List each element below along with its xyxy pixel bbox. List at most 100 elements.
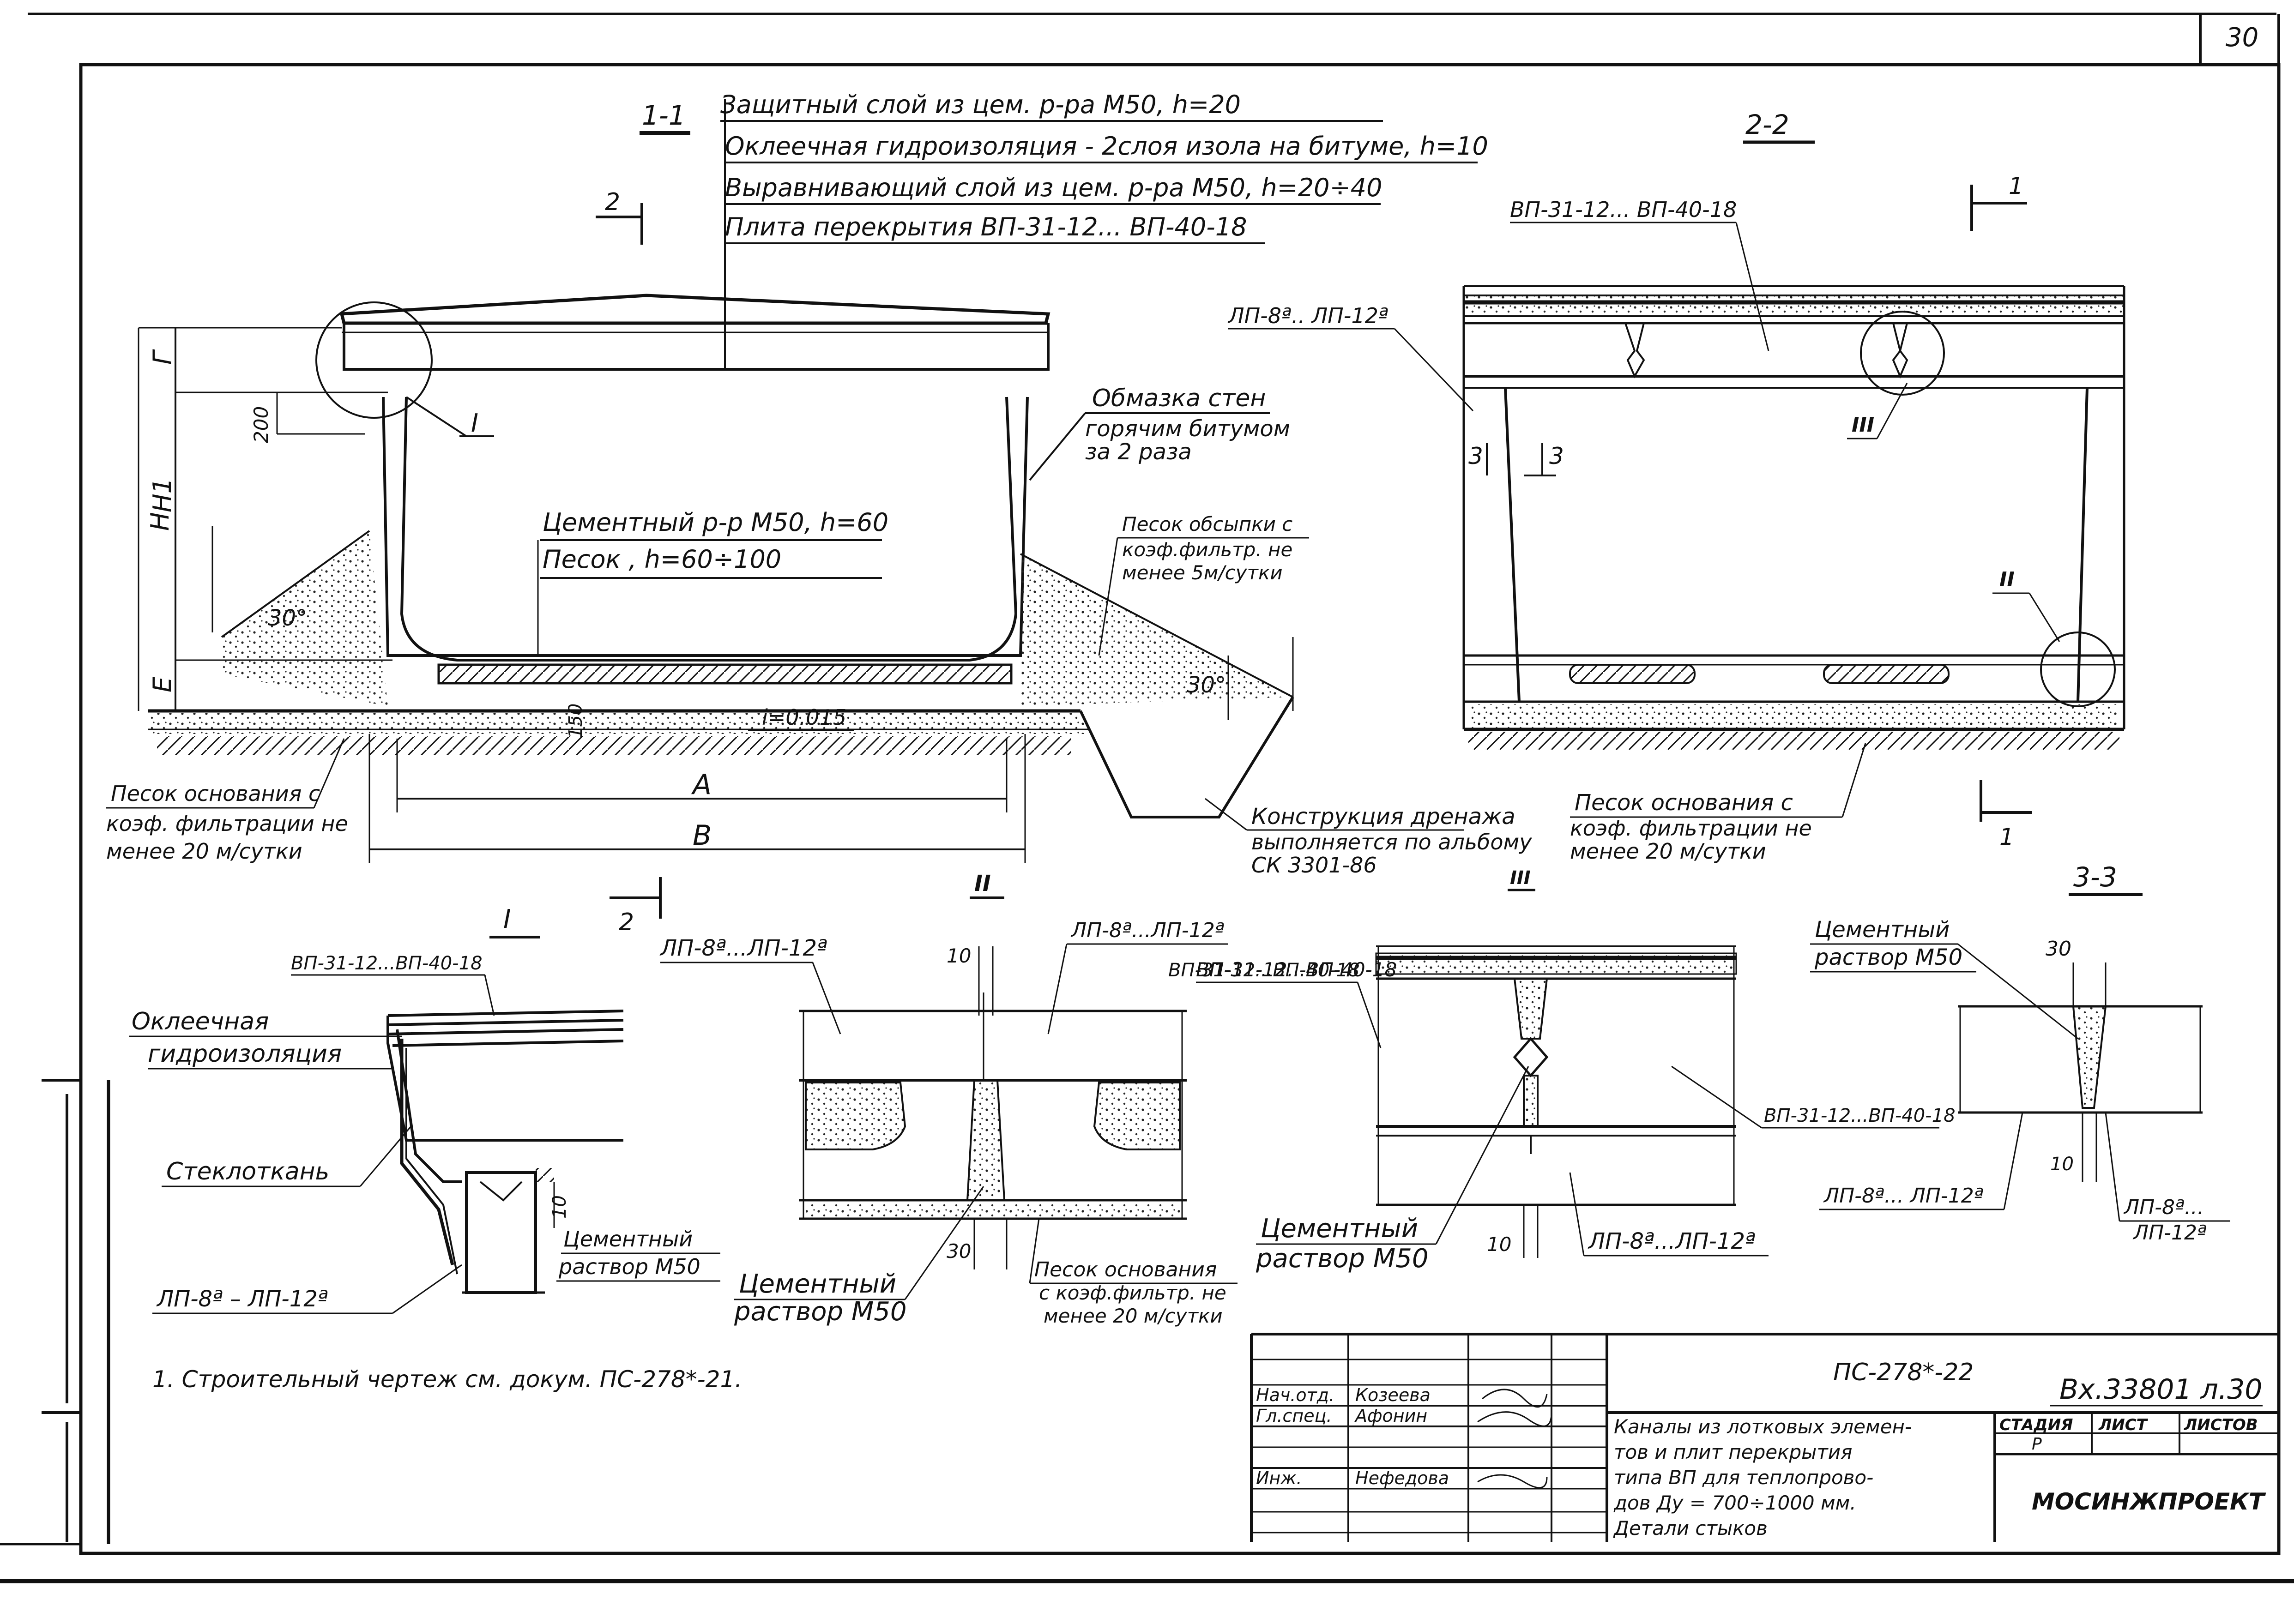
detail-3-3-title: 3-3 (2073, 861, 2117, 893)
dim-E: Е (148, 676, 177, 692)
detail-III-tray: ЛП-8ª...ЛП-12ª (1588, 1228, 1756, 1254)
detail-I-waterproof-1: Оклеечная (132, 1008, 269, 1035)
layer-4: Плита перекрытия ВП-31-12... ВП-40-18 (725, 212, 1247, 241)
desc-line-1: Каналы из лотковых элемен- (1614, 1415, 1912, 1438)
desc-line-4: дов Ду = 700÷1000 мм. (1613, 1492, 1856, 1514)
detail-III-mortar-2: раствор М50 (1256, 1244, 1428, 1274)
detail-III: III ВП-31-12...ВП-40-18 ВП-31-12...ВП-40… (1196, 867, 1956, 1274)
layer-2: Оклеечная гидроизоляция - 2слоя изола на… (725, 132, 1488, 161)
doc-code: ПС-278*-22 (1833, 1359, 1974, 1386)
detail-3-3-mortar-1: Цементный (1815, 917, 1950, 943)
detail-III-mortar-1: Цементный (1261, 1214, 1418, 1244)
backfill-2: коэф.фильтр. не (1122, 538, 1292, 561)
dim-H: Н (145, 512, 175, 531)
detail-3-3-tray-right-2: ЛП-12ª (2132, 1221, 2207, 1245)
detail-3-3: 3-3 Цементный раствор М50 30 10 ЛП-8ª...… (1810, 861, 2230, 1245)
dim-150: 150 (565, 704, 586, 739)
sig-name-2: Афонин (1354, 1406, 1427, 1426)
detail-II-slab: ВП-31-12...ВП-40-18 (1168, 960, 1360, 981)
cut-3-right: 3 (1549, 443, 1564, 469)
layer-3: Выравнивающий слой из цем. р-ра М50, h=2… (725, 173, 1382, 202)
detail-3-3-tray-right-1: ЛП-8ª... (2123, 1196, 2204, 1219)
dim-G: Г (148, 349, 177, 365)
node-III-label: III (1852, 413, 1874, 437)
wall-coating-3: за 2 раза (1085, 439, 1192, 465)
drain-1: Конструкция дренажа (1251, 804, 1515, 830)
sig-name-1: Козеева (1355, 1385, 1431, 1405)
stage-value: Р (2032, 1435, 2042, 1454)
section-2-2: 2-2 1 1 ВП-31-12... ВП-40-18 ЛП-8ª.. ЛП-… (1227, 109, 2125, 864)
header-sheet: ЛИСТ (2098, 1416, 2149, 1434)
detail-II-sand-3: менее 20 м/сутки (1044, 1305, 1223, 1327)
desc-line-5: Детали стыков (1613, 1517, 1768, 1540)
wall-coating-1: Обмазка стен (1092, 385, 1266, 412)
frame (0, 12, 2294, 1583)
detail-3-3-dim30: 30 (2046, 937, 2071, 961)
base-sand-1: Песок основания с (111, 781, 320, 806)
backfill-3: менее 5м/сутки (1122, 561, 1283, 584)
angle-right: 30° (1187, 672, 1226, 698)
section-2-2-title: 2-2 (1745, 109, 1789, 140)
detail-II-sand-2: с коэф.фильтр. не (1039, 1281, 1226, 1304)
detail-I-cut: 2 (619, 908, 634, 936)
dim-H1: Н1 (148, 478, 177, 512)
drain-2: выполняется по альбому (1251, 830, 1532, 854)
desc-line-2: тов и плит перекрытия (1614, 1441, 1852, 1463)
cut-1-top: 1 (2009, 173, 2023, 199)
detail-I-mortar-1: Цементный (563, 1227, 693, 1251)
general-note: 1. Строительный чертеж см. докум. ПС-278… (152, 1366, 742, 1393)
base-sand-3: менее 20 м/сутки (106, 839, 302, 864)
base-sand-2-2-3: менее 20 м/сутки (1570, 839, 1766, 864)
detail-III-title: III (1510, 867, 1531, 889)
detail-I-slab: ВП-31-12...ВП-40-18 (291, 953, 483, 974)
detail-II-tray-left: ЛП-8ª...ЛП-12ª (659, 935, 827, 961)
detail-II-mortar-2: раствор М50 (734, 1297, 906, 1327)
dim-A: А (691, 769, 712, 801)
sig-role-2: Гл.спец. (1256, 1406, 1332, 1426)
detail-3-3-dim10: 10 (2050, 1154, 2074, 1175)
detail-I-mortar-2: раствор М50 (558, 1254, 700, 1279)
drain-3: СК 3301-86 (1251, 853, 1377, 878)
slab-2-2: ВП-31-12... ВП-40-18 (1510, 197, 1737, 222)
detail-II-sand-1: Песок основания (1034, 1258, 1217, 1281)
header-stage: СТАДИЯ (1999, 1416, 2073, 1434)
sig-role-3: Инж. (1256, 1468, 1302, 1488)
cut-2-label: 2 (605, 188, 620, 216)
dim-B: В (693, 819, 712, 852)
detail-II-dim30: 30 (947, 1240, 971, 1263)
header-sheets: ЛИСТОВ (2184, 1416, 2258, 1434)
detail-I-title: I (503, 904, 511, 934)
inventory-number: Вх.33801 л.30 (2059, 1373, 2262, 1406)
cut-1-bottom: 1 (1999, 824, 2014, 850)
section-1-1-title: 1-1 (642, 100, 686, 131)
dim-200: 200 (250, 406, 272, 443)
detail-II-tray-top: ЛП-8ª...ЛП-12ª (1070, 919, 1225, 942)
base-sand-2: коэф. фильтрации не (106, 811, 348, 836)
inner-layer-1: Цементный р-р М50, h=60 (543, 508, 888, 537)
detail-I: I 2 ВП-31-12...ВП-40-18 Оклеечная гидрои… (129, 877, 720, 1314)
detail-III-dim10: 10 (1487, 1233, 1511, 1256)
backfill-1: Песок обсыпки с (1122, 513, 1292, 535)
detail-II-title: II (974, 871, 991, 896)
section-1-1: 1-1 Защитный слой из цем. р-ра М50, h=20… (106, 90, 1532, 878)
node-II-label: II (1999, 568, 2015, 591)
sig-role-1: Нач.отд. (1256, 1385, 1334, 1405)
detail-I-waterproof-2: гидроизоляция (148, 1040, 342, 1068)
detail-I-tray: ЛП-8ª – ЛП-12ª (156, 1286, 328, 1312)
detail-II-mortar-1: Цементный (739, 1269, 896, 1299)
node-I-label: I (471, 409, 478, 438)
sig-name-3: Нефедова (1355, 1468, 1449, 1488)
detail-I-dim10: 10 (549, 1195, 570, 1219)
detail-3-3-mortar-2: раствор М50 (1814, 944, 1962, 970)
cut-3-left: 3 (1468, 443, 1483, 469)
detail-I-fiberglass: Стеклоткань (166, 1158, 329, 1185)
base-sand-2-2-2: коэф. фильтрации не (1570, 816, 1812, 841)
sheet-number: 30 (2226, 23, 2258, 53)
wall-coating-2: горячим битумом (1085, 416, 1290, 442)
angle-left: 30° (268, 605, 307, 631)
tray-2-2: ЛП-8ª.. ЛП-12ª (1227, 303, 1388, 328)
organization: МОСИНЖПРОЕКТ (2032, 1488, 2266, 1515)
inner-layer-2: Песок , h=60÷100 (543, 545, 781, 574)
